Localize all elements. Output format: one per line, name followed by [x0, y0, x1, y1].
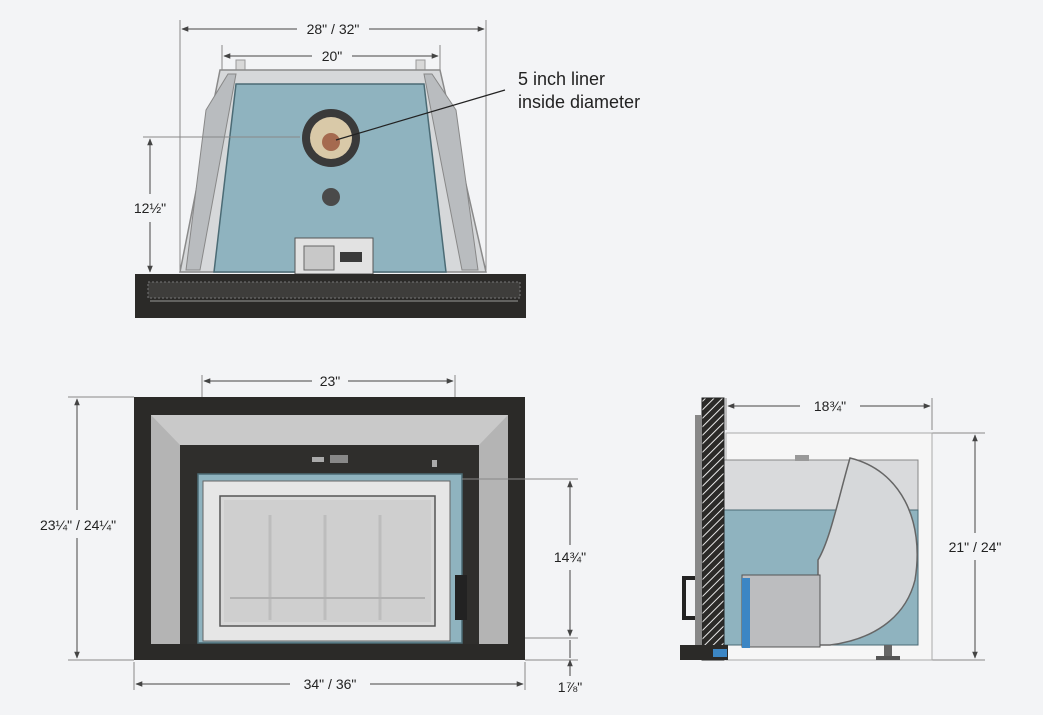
side-control-box [741, 574, 821, 648]
dim-label-front-base-height: 1⅞" [558, 679, 582, 695]
glass-interior [224, 500, 431, 622]
door-handle[interactable] [455, 575, 467, 620]
control-box-label [340, 252, 362, 262]
dim-label-liner-height: 12½" [134, 200, 166, 216]
dim-label-top-rear-width: 20" [322, 48, 343, 64]
side-blue-panel [742, 578, 750, 648]
dim-front-base-height: 1⅞" [525, 640, 582, 695]
side-door-edge [695, 415, 702, 645]
dim-label-front-opening-width: 23" [320, 373, 341, 389]
side-view: 18¾" 21" / 24" [680, 397, 1002, 661]
dim-side-overall-height: 21" / 24" [932, 432, 1002, 661]
front-view: 23" 23¼" / 24¼" [40, 373, 586, 695]
side-blower-housing [817, 457, 918, 646]
side-leg [884, 645, 892, 660]
front-badge-left [312, 457, 324, 462]
liner-opening [322, 133, 340, 151]
front-knob [432, 460, 437, 467]
surround-base [134, 644, 525, 660]
dim-label-side-overall-height: 21" / 24" [949, 539, 1002, 555]
dim-label-front-overall-width: 34" / 36" [304, 676, 357, 692]
side-front-plate [701, 397, 725, 661]
dim-label-top-overall-width: 28" / 32" [307, 21, 360, 37]
dim-top-overall-width: 28" / 32" [179, 20, 487, 270]
dim-side-depth: 18¾" [725, 398, 933, 430]
side-base-accent [713, 649, 727, 657]
front-badge-right [330, 455, 348, 463]
dim-front-insert-height: 14¾" [462, 478, 586, 639]
side-leg-foot [876, 656, 900, 660]
air-port [322, 188, 340, 206]
dim-front-overall-width: 34" / 36" [133, 662, 526, 692]
dim-front-overall-height: 23¼" / 24¼" [40, 396, 134, 661]
dim-label-side-depth: 18¾" [814, 398, 846, 414]
dim-top-rear-width: 20" [221, 45, 441, 70]
top-view: 28" / 32" 20" [134, 20, 640, 318]
firebox-top [213, 83, 447, 273]
housing-left-flange [185, 73, 237, 271]
control-box-inner [303, 245, 335, 271]
dim-label-front-insert-height: 14¾" [554, 549, 586, 565]
dim-liner-height: 12½" [134, 136, 300, 273]
annotation-leader [335, 89, 506, 141]
housing-right-flange [423, 73, 479, 271]
side-handle[interactable] [682, 576, 695, 620]
annotation-line-1: 5 inch liner [518, 69, 605, 89]
side-collar [795, 455, 809, 461]
dim-label-front-overall-height: 23¼" / 24¼" [40, 517, 116, 533]
annotation-line-2: inside diameter [518, 92, 640, 112]
surround-grille [147, 281, 521, 299]
